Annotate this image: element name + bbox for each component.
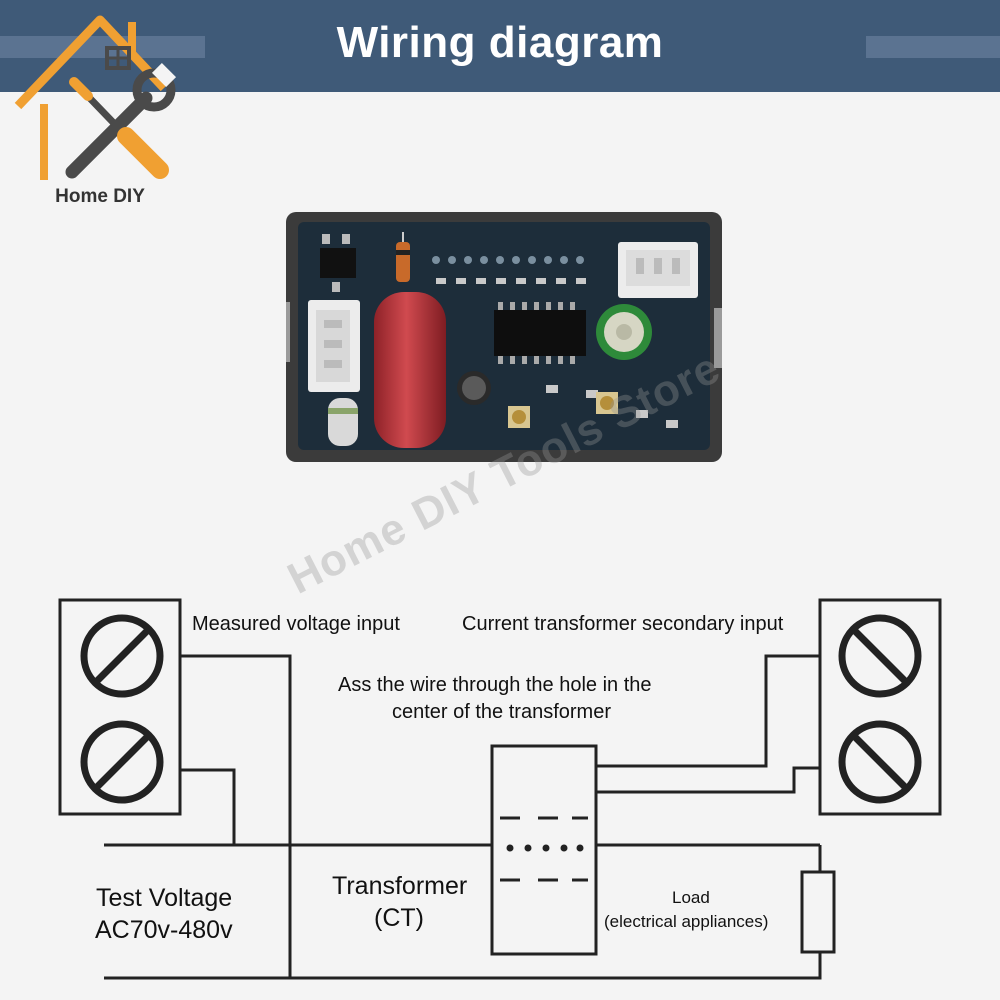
test-voltage-label: Test Voltage — [96, 884, 233, 912]
terminal-block-left — [58, 598, 182, 816]
ct-secondary-label: Current transformer secondary input — [462, 613, 784, 635]
load-resistor — [800, 870, 836, 954]
smd-components — [436, 278, 678, 428]
house-icon — [14, 15, 168, 180]
transistor-top-left — [320, 234, 356, 292]
pass-wire-note-line1: Ass the wire through the hole in the — [338, 674, 652, 696]
small-capacitor — [457, 371, 491, 405]
diode — [396, 232, 410, 282]
ct-secondary-wires — [596, 654, 820, 794]
screwdriver-icon — [69, 77, 169, 179]
home-diy-logo — [14, 15, 177, 180]
electrolytic-capacitor — [596, 304, 652, 360]
pass-wire-note-line2: center of the transformer — [392, 701, 611, 723]
terminal-screw-left-bottom — [80, 720, 164, 804]
terminal-screw-left-top — [80, 614, 164, 698]
terminal-screw-right-bottom — [838, 720, 922, 804]
load-label: Load — [672, 888, 710, 907]
terminal-block-right — [818, 598, 942, 816]
white-connector-right — [618, 242, 698, 298]
trimmer-potentiometers — [508, 392, 618, 428]
pcb-board-photo — [286, 212, 722, 462]
terminal-screw-right-top — [838, 614, 922, 698]
test-voltage-range: AC70v-480v — [95, 916, 233, 944]
transformer-label: Transformer — [332, 872, 468, 900]
logo-text: Home DIY — [55, 186, 145, 207]
header-decor-bar-right — [866, 36, 1000, 58]
transformer-ct-label: (CT) — [374, 904, 424, 932]
measured-voltage-label: Measured voltage input — [192, 613, 400, 635]
wrench-icon — [65, 62, 177, 179]
voltage-input-wires — [104, 654, 292, 980]
pin-header — [432, 256, 584, 264]
white-connector-left — [308, 300, 360, 392]
page-title: Wiring diagram — [336, 18, 664, 67]
load-description: (electrical appliances) — [604, 912, 769, 931]
film-capacitor — [374, 292, 446, 448]
inductor — [328, 398, 358, 446]
ic-chip — [494, 302, 586, 364]
header-decor-bar-left — [0, 36, 205, 58]
conductor-through-hole — [506, 844, 584, 852]
